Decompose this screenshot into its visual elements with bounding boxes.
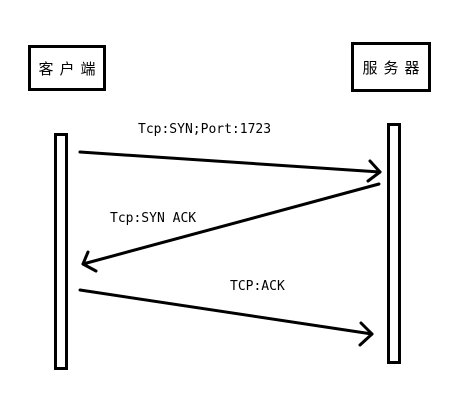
ack-message-label: TCP:ACK xyxy=(230,279,285,294)
server-participant-box: 服务器 xyxy=(351,42,431,92)
syn-arrow xyxy=(78,150,382,183)
syn-message-label: Tcp:SYN;Port:1723 xyxy=(138,122,272,137)
server-lifeline xyxy=(387,123,401,364)
syn-ack-arrow xyxy=(81,182,381,273)
ack-arrow xyxy=(78,288,374,347)
server-label: 服务器 xyxy=(362,58,426,77)
syn-ack-message-label: Tcp:SYN ACK xyxy=(110,211,197,226)
client-lifeline xyxy=(54,133,68,370)
client-label: 客户端 xyxy=(38,59,102,78)
client-participant-box: 客户端 xyxy=(28,45,106,91)
